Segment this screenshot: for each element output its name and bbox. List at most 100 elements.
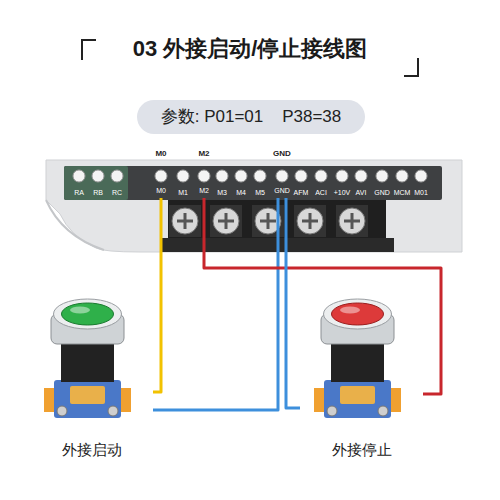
screw-seat — [336, 205, 368, 237]
signal-name: GND — [273, 150, 291, 158]
contact-label — [340, 386, 375, 404]
screw-seat — [294, 205, 326, 237]
screw-head — [235, 170, 247, 182]
cap-highlight — [70, 307, 90, 314]
push-button: 外接停止 — [300, 290, 423, 470]
clamp-screw — [336, 205, 368, 237]
push-button: 外接启动 — [30, 290, 153, 470]
cap-highlight — [340, 307, 360, 314]
connector-screws — [169, 205, 368, 237]
screw-head — [339, 208, 365, 234]
terminal-label: RC — [112, 189, 122, 196]
screw-slot — [218, 213, 234, 229]
drive-housing — [46, 160, 462, 252]
button-body — [61, 340, 114, 382]
button-cap — [332, 303, 384, 325]
parameter-text: 参数: P01=01 P38=38 — [161, 108, 342, 127]
clamp-screw — [294, 205, 326, 237]
screw-head — [213, 208, 239, 234]
screw-seat — [169, 205, 201, 237]
bezel-ring — [324, 299, 392, 329]
button-cap — [62, 303, 114, 325]
button-illustration — [300, 290, 415, 430]
contact-block — [54, 380, 121, 418]
screw-head — [254, 170, 266, 182]
contact-block — [324, 380, 391, 418]
parameter-pill: 参数: P01=01 P38=38 — [137, 100, 365, 134]
screw-head — [172, 208, 198, 234]
terminal-cover — [385, 388, 401, 412]
screw-head — [216, 170, 228, 182]
screw-head — [396, 170, 408, 182]
terminal-cover — [115, 388, 131, 412]
title-bracket — [404, 58, 418, 76]
screw-head — [177, 170, 189, 182]
contact-screw — [327, 406, 337, 416]
terminal: GND — [272, 184, 292, 198]
clamp-screw — [169, 205, 201, 237]
terminal-label: +10V — [334, 189, 351, 196]
screw-slot — [177, 213, 193, 229]
screw-head — [415, 170, 427, 182]
terminal-label: ACI — [315, 189, 327, 196]
terminal-label: GND — [374, 189, 390, 196]
button-bezel — [321, 314, 394, 344]
screw-head — [315, 170, 327, 182]
screw-head — [155, 170, 167, 182]
screw-head — [92, 170, 104, 182]
screw-head — [355, 170, 367, 182]
screw-slot — [302, 213, 318, 229]
terminal-strip — [64, 166, 442, 200]
terminal-label: M1 — [178, 189, 188, 196]
terminal-label: M4 — [236, 189, 246, 196]
terminal-label: M2 — [199, 187, 209, 195]
button-label: 外接停止 — [300, 442, 423, 459]
terminal-label: MCM — [394, 189, 411, 196]
bezel-ring — [54, 299, 122, 329]
screw-slot — [260, 213, 276, 229]
screw-head — [295, 170, 307, 182]
screw-head — [276, 170, 288, 182]
wire — [153, 198, 161, 392]
screw-head — [111, 170, 123, 182]
button-illustration — [30, 290, 145, 430]
signal-name: M2 — [198, 150, 209, 158]
contact-label — [70, 386, 105, 404]
screw-head — [336, 170, 348, 182]
button-body — [331, 340, 384, 382]
terminal-label: RA — [74, 189, 84, 196]
terminal-label: M01 — [414, 189, 428, 196]
wire — [204, 198, 441, 394]
screw-head — [297, 208, 323, 234]
button-label: 外接启动 — [30, 442, 153, 459]
screw-head — [376, 170, 388, 182]
clamp-screw — [210, 205, 242, 237]
terminal-label: GND — [274, 187, 290, 195]
button-bezel — [51, 314, 124, 344]
screw-slot — [344, 213, 360, 229]
title: 03 外接启动/停止接线图 — [133, 38, 368, 60]
wire — [286, 198, 300, 408]
terminal: M0 — [152, 184, 170, 198]
relay-terminal-strip — [64, 166, 128, 200]
contact-screw — [57, 406, 67, 416]
terminal: M2 — [195, 184, 213, 198]
terminal-label: M5 — [255, 189, 265, 196]
screw-head — [73, 170, 85, 182]
terminal-label: RB — [93, 189, 103, 196]
screw-head — [198, 170, 210, 182]
wire — [153, 198, 278, 410]
terminal-label: M3 — [217, 189, 227, 196]
terminal-label: AFM — [294, 189, 309, 196]
screw-seat — [210, 205, 242, 237]
terminal-cover — [314, 388, 330, 412]
contact-screw — [378, 406, 388, 416]
title-bracket — [82, 40, 96, 60]
terminal-label: M0 — [156, 187, 166, 195]
terminal-screws — [73, 170, 427, 182]
terminal-cover — [44, 388, 60, 412]
